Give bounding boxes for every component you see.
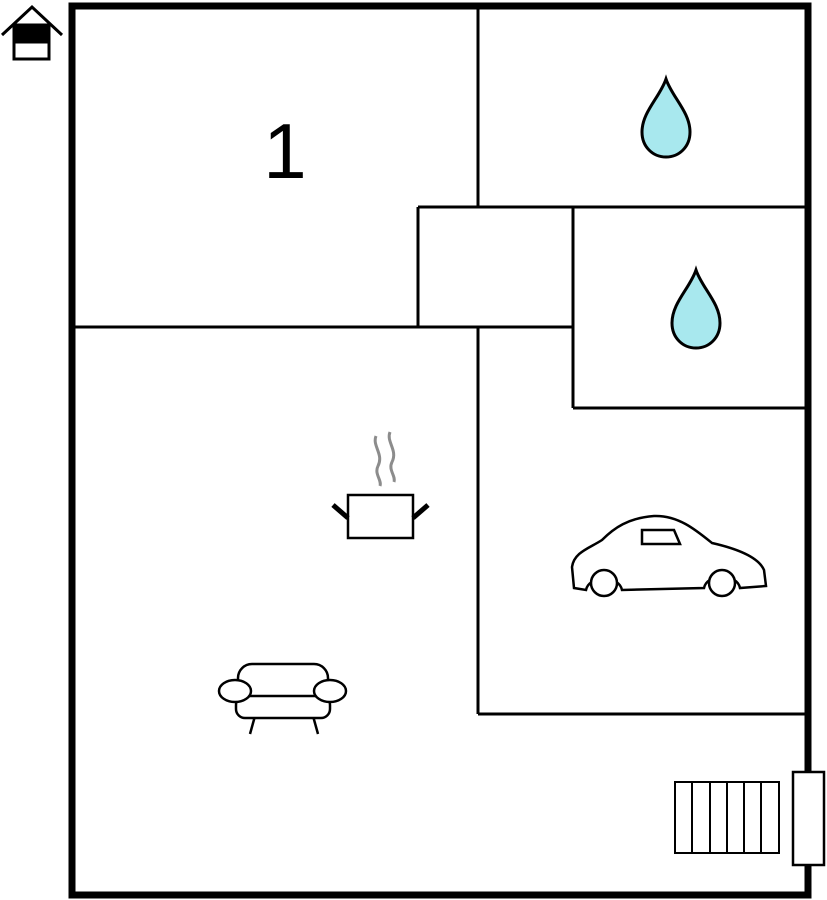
sofa-icon: [217, 662, 348, 735]
interior-walls: [72, 6, 808, 716]
car-icon: [570, 514, 768, 598]
water-drop-icon: [640, 74, 692, 159]
room-label-bedroom: 1: [263, 107, 306, 195]
door-icon: [791, 770, 826, 867]
stairs-icon: [674, 781, 780, 854]
water-drop-icon: [670, 265, 722, 350]
outer-wall: [68, 2, 812, 899]
house-entrance-icon: [0, 4, 64, 61]
cooking-pot-icon: [331, 431, 430, 540]
